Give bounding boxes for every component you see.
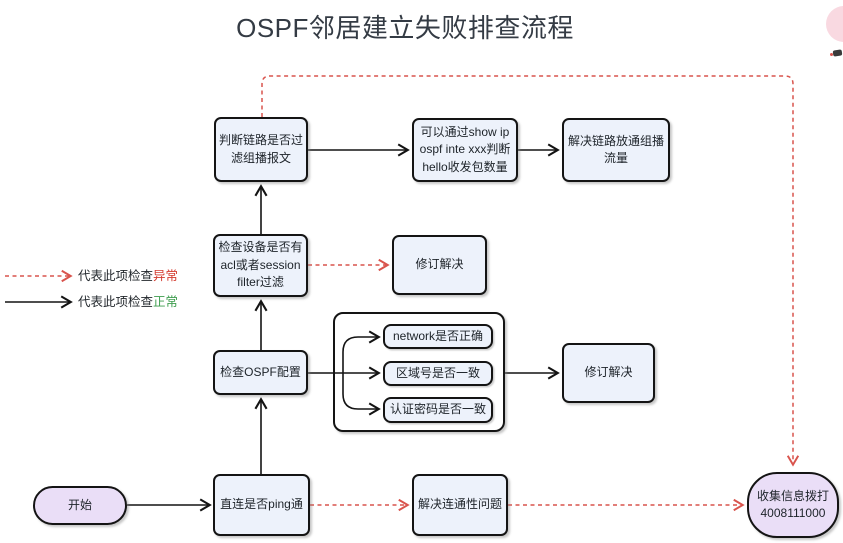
flow-node-label: 检查设备是否有 acl或者session filter过滤	[218, 240, 303, 290]
flow-node-revise-filter: 修订解决	[392, 235, 487, 295]
flow-node-label: 判断链路是否过 滤组播报文	[218, 133, 303, 165]
flow-node-ping: 直连是否ping通	[213, 474, 310, 536]
flow-node-auth-check: 认证密码是否一致	[383, 397, 493, 423]
edge-link-filter-to-collect	[261, 75, 800, 467]
flow-node-show-cmd: 可以通过show ip ospf inte xxx判断 hello收发包数量	[412, 118, 518, 182]
flow-node-label: 解决连通性问题	[417, 497, 502, 512]
flow-node-label: 修订解决	[584, 365, 633, 380]
edge-branch-to-network-check	[342, 330, 381, 373]
legend-abnormal-word: 异常	[153, 269, 179, 283]
page-title: OSPF邻居建立失败排查流程	[236, 13, 574, 43]
flow-node-label: network是否正确	[392, 328, 484, 343]
flow-node-solve-link: 解决链路放通组播 流量	[562, 118, 670, 182]
corner-glyph-icon	[832, 49, 843, 57]
flow-group-config-checks	[333, 312, 505, 432]
flow-node-label: 检查OSPF配置	[220, 364, 301, 379]
legend-abnormal-label: 代表此项检查异常	[78, 269, 178, 283]
flow-node-link-filter: 判断链路是否过 滤组播报文	[214, 117, 308, 182]
legend-abnormal-prefix: 代表此项检查	[78, 269, 154, 283]
flow-node-start: 开始	[33, 486, 127, 525]
flow-node-network-check: network是否正确	[383, 324, 493, 349]
flow-node-label: 开始	[67, 497, 92, 512]
floating-widget-button[interactable]	[826, 6, 843, 42]
flow-node-label: 收集信息拨打 4008111000	[756, 488, 829, 520]
flow-node-label: 修订解决	[415, 257, 464, 272]
flow-node-revise-config: 修订解决	[562, 343, 655, 403]
corner-dot-icon	[830, 53, 833, 56]
flow-node-label: 解决链路放通组播 流量	[567, 133, 664, 165]
flow-node-device-filter: 检查设备是否有 acl或者session filter过滤	[213, 234, 308, 297]
flow-node-label: 直连是否ping通	[220, 497, 303, 512]
edge-branch-to-auth-check	[342, 373, 381, 416]
legend-normal-prefix: 代表此项检查	[78, 295, 154, 309]
flow-node-label: 认证密码是否一致	[389, 402, 486, 417]
legend-normal-word: 正常	[153, 295, 179, 309]
flow-node-collect: 收集信息拨打 4008111000	[747, 472, 839, 538]
flow-node-connectivity: 解决连通性问题	[412, 474, 508, 536]
flow-node-area-check: 区域号是否一致	[383, 361, 493, 386]
flow-node-label: 可以通过show ip ospf inte xxx判断 hello收发包数量	[419, 124, 511, 174]
flow-node-label: 区域号是否一致	[395, 365, 480, 380]
flow-node-ospf-config: 检查OSPF配置	[213, 350, 308, 395]
legend-normal-label: 代表此项检查正常	[78, 295, 178, 309]
